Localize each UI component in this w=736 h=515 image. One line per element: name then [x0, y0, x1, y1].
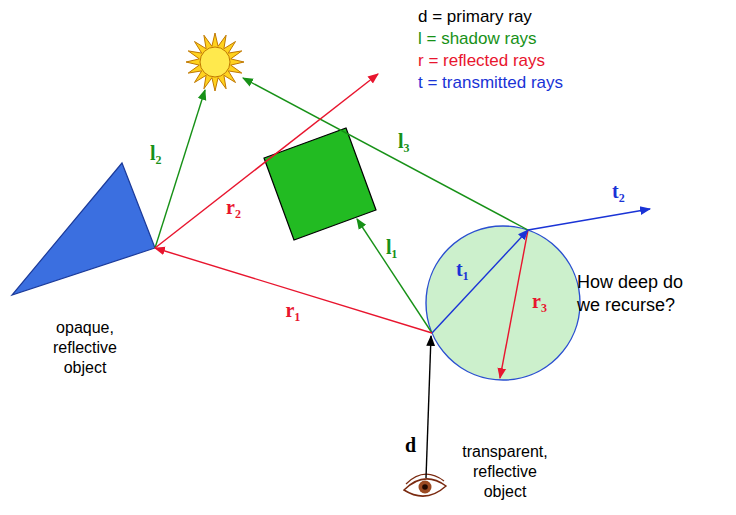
- transmitted-ray: [432, 230, 528, 333]
- ray-label-box: d: [405, 434, 416, 456]
- triangle-outline: [5, 155, 165, 300]
- reflected-ray: [155, 74, 378, 248]
- object-caption: transparent, reflective object: [450, 442, 560, 502]
- transmitted-ray: [528, 209, 650, 230]
- legend-entry: l = shadow rays: [418, 28, 563, 50]
- reflected-ray: [155, 248, 432, 333]
- ray-label-box: l₂: [150, 142, 162, 164]
- ray-label-box: l₁: [386, 236, 398, 258]
- eye-icon: [404, 474, 446, 496]
- ray-label: t₁: [456, 258, 469, 280]
- object-caption: opaque, reflective object: [30, 318, 140, 378]
- legend-text: l = shadow rays: [418, 29, 537, 48]
- reflected-ray: [500, 230, 528, 378]
- legend-entry: r = reflected rays: [418, 50, 563, 72]
- circle-outline: [420, 222, 590, 387]
- primary-ray: [426, 336, 431, 478]
- ray-label: l₁: [386, 236, 398, 258]
- ray-label-box: r₃: [532, 290, 547, 312]
- sun-body: [200, 47, 230, 77]
- legend-entry: d = primary ray: [418, 6, 563, 28]
- ray-label-box: l₃: [398, 130, 410, 152]
- legend-text: r = reflected rays: [418, 51, 545, 70]
- object-caption-box: opaque, reflective object: [30, 318, 140, 378]
- opaque-object: opaque, reflective object: [5, 155, 165, 384]
- shadow-ray: [357, 219, 432, 333]
- ray-label-box: t₁: [456, 258, 469, 280]
- question-note: How deep do we recurse?: [577, 271, 695, 317]
- ray-label-box: r₂: [226, 196, 241, 218]
- ray-label: r₂: [226, 196, 241, 218]
- ray-label: r₃: [532, 290, 547, 312]
- shadow-ray: [243, 78, 528, 230]
- transparent-object: transparent, reflective object: [420, 222, 590, 508]
- legend-text: d = primary ray: [418, 7, 532, 26]
- shadow-ray: [155, 90, 205, 248]
- ray-label: r₁: [286, 299, 301, 321]
- legend-entry: t = transmitted rays: [418, 72, 563, 94]
- legend: d = primary ray l = shadow rays r = reflec…: [418, 6, 563, 94]
- ray-label-box: r₁: [286, 299, 301, 321]
- legend-text: t = transmitted rays: [418, 73, 563, 92]
- object-caption-box: transparent, reflective object: [450, 442, 560, 502]
- ray-label: t₂: [612, 180, 625, 202]
- ray-label: d: [405, 434, 416, 456]
- ray-label: l₂: [150, 142, 162, 164]
- question-note-box: How deep do we recurse?: [577, 271, 695, 317]
- ray-label: l₃: [398, 130, 410, 152]
- ray-label-box: t₂: [612, 180, 625, 202]
- sun-rays: [186, 33, 244, 91]
